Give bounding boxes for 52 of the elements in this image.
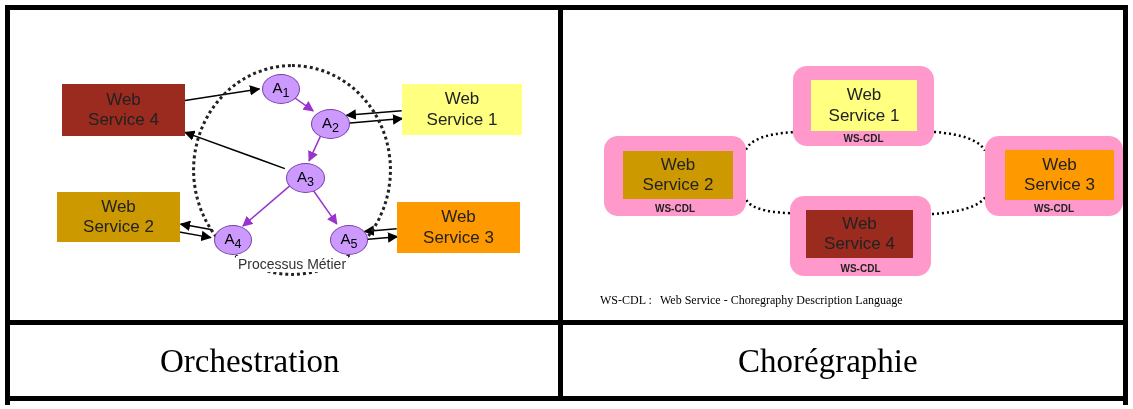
activity-label: A$_{5}$ — [340, 229, 358, 251]
arrow — [308, 134, 322, 162]
arrow — [179, 220, 213, 231]
arrow — [184, 130, 286, 170]
frame-label: WS-CDL — [655, 203, 695, 214]
service-box — [397, 202, 520, 253]
choreography-frame — [985, 136, 1123, 216]
service-box — [1005, 150, 1114, 200]
arrow — [184, 85, 261, 102]
activity-label: A$_{1}$ — [272, 78, 290, 100]
service-label: Web Service 2 — [641, 154, 715, 196]
legend-key: WS-CDL : — [600, 293, 652, 308]
legend-text: Web Service - Choregraphy Description Language — [660, 293, 903, 308]
panel-title: Orchestration — [160, 343, 340, 380]
process-label: Processus Métier — [235, 256, 349, 272]
frame-label: WS-CDL — [840, 263, 881, 274]
service-box — [623, 151, 733, 199]
service-label: Web Service 1 — [425, 89, 499, 130]
choreography-frame — [604, 136, 746, 216]
choreography-frame — [793, 66, 934, 146]
dotted-connector — [744, 130, 794, 151]
service-label: Web Service 1 — [827, 85, 901, 126]
activity-label: A$_{2}$ — [322, 113, 339, 135]
activity-label: A$_{3}$ — [297, 167, 314, 189]
service-box — [806, 210, 913, 258]
process-circle — [192, 64, 392, 276]
service-label: Web Service 2 — [82, 196, 155, 238]
frame-label: WS-CDL — [1034, 203, 1074, 214]
service-box — [402, 84, 522, 135]
activity-circle — [286, 163, 325, 193]
arrow — [363, 225, 398, 236]
arrow — [345, 109, 403, 120]
service-box — [811, 80, 917, 131]
service-box — [62, 84, 185, 136]
activity-label: A$_{4}$ — [224, 229, 242, 251]
panel-title: Chorégraphie — [738, 343, 918, 380]
activity-circle — [311, 109, 350, 139]
service-box — [57, 192, 180, 242]
dotted-connector — [933, 130, 987, 152]
dotted-connector — [744, 198, 791, 215]
service-label: Web Service 4 — [87, 89, 160, 131]
service-label: Web Service 3 — [422, 207, 495, 248]
arrow — [242, 185, 291, 227]
activity-circle — [262, 74, 300, 104]
choreography-frame — [790, 196, 931, 276]
dotted-connector — [930, 196, 986, 216]
service-label: Web Service 4 — [823, 213, 896, 255]
frame-label: WS-CDL — [843, 133, 884, 144]
service-label: Web Service 3 — [1023, 154, 1096, 196]
activity-circle — [214, 225, 252, 255]
arrow — [178, 230, 212, 242]
activity-circle — [330, 225, 368, 255]
